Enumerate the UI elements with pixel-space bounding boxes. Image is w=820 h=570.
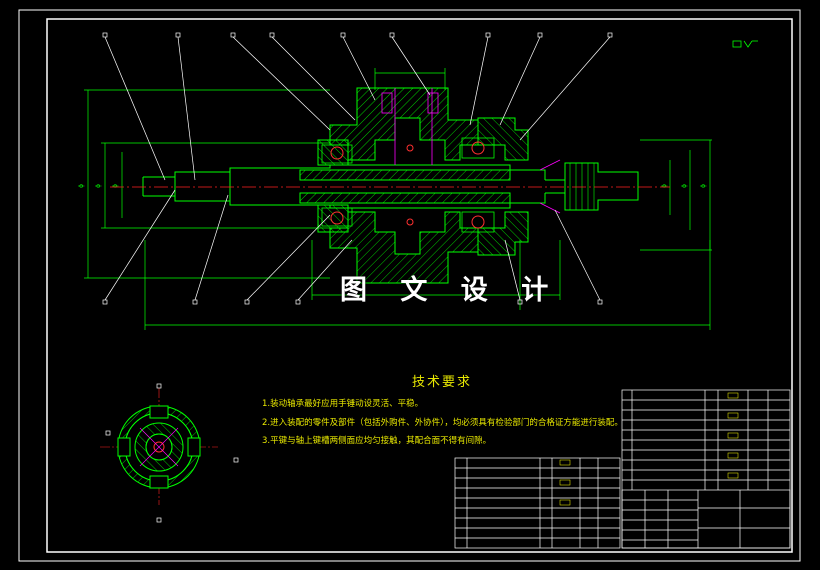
svg-text:ϕ: ϕ	[95, 184, 102, 188]
tech-requirement-1: 1.装动轴承最好应用手锤动设灵活、平稳。	[262, 399, 424, 409]
svg-text:ϕ: ϕ	[661, 184, 668, 188]
housing-section	[317, 87, 529, 284]
tech-requirement-3: 3.平键与轴上键槽两侧面应均匀接触，其配合面不得有间隙。	[262, 436, 492, 446]
outer-frame	[18, 9, 801, 562]
table-cell-marks	[559, 392, 739, 506]
watermark: 图 文 设 计	[340, 275, 561, 306]
svg-text:ϕ: ϕ	[112, 184, 119, 188]
bearings	[330, 141, 485, 229]
end-view-tags	[105, 383, 239, 523]
tech-requirements-title: 技术要求	[412, 375, 473, 390]
dimension-lines	[84, 68, 712, 330]
bolts	[381, 88, 561, 214]
bearing-boxes	[321, 137, 495, 233]
parts-table-left	[454, 457, 621, 549]
spindle	[142, 162, 639, 211]
dimension-marks: ϕ ϕ ϕ ϕ ϕ ϕ	[78, 184, 707, 188]
surface-finish-mark	[732, 40, 758, 48]
leader-lines	[104, 36, 611, 301]
tech-requirement-2: 2.进入装配的零件及部件（包括外购件、外协件），均必须具有检验部门的合格证方能进…	[262, 418, 623, 428]
svg-text:ϕ: ϕ	[681, 184, 688, 188]
end-view	[100, 388, 218, 505]
parts-table-right	[621, 389, 791, 549]
svg-text:ϕ: ϕ	[78, 184, 85, 188]
inner-frame	[46, 18, 793, 553]
leader-tags	[102, 32, 613, 305]
svg-text:ϕ: ϕ	[700, 184, 707, 188]
